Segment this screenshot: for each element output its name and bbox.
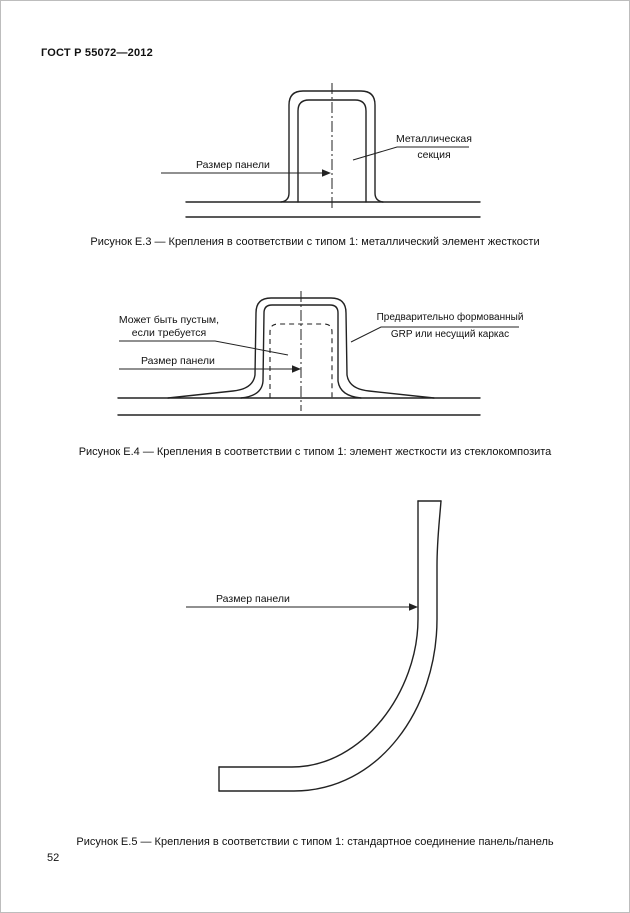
- page-number: 52: [47, 852, 60, 864]
- fig-e3-panel-size-label: Размер панели: [196, 159, 270, 171]
- figure-e5-caption: Рисунок Е.5 — Крепления в соответствии с…: [76, 836, 554, 848]
- fig-e4-panel-size-label: Размер панели: [141, 355, 215, 367]
- fig-e3-metal-section-label-line2: секция: [417, 149, 451, 161]
- fig-e4-may-be-empty-label-line1: Может быть пустым,: [118, 314, 220, 326]
- figure-e4-caption: Рисунок Е.4 — Крепления в соответствии с…: [78, 446, 552, 458]
- figure-e3-caption: Рисунок Е.3 — Крепления в соответствии с…: [90, 236, 540, 248]
- fig-e4-grp-label-line1: Предварительно формованный: [376, 312, 524, 323]
- fig-e4-grp-label-line2: GRP или несущий каркас: [390, 329, 510, 340]
- figure-e5-drawing: [186, 500, 442, 792]
- document-header: ГОСТ Р 55072—2012: [41, 47, 153, 59]
- figure-e3-drawing: [161, 83, 481, 218]
- fig-e5-panel-size-label: Размер панели: [216, 593, 290, 605]
- figure-e4-drawing: [117, 291, 519, 416]
- fig-e3-metal-section-label-line1: Металлическая: [396, 133, 472, 145]
- fig-e4-may-be-empty-label-line2: если требуется: [131, 327, 207, 339]
